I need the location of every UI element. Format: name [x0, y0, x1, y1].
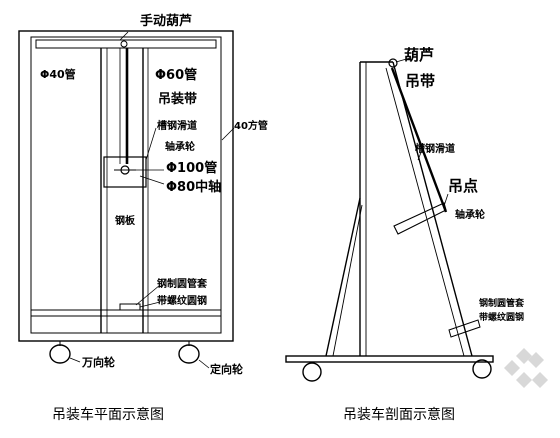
- fixed-wheel-icon: [178, 344, 200, 364]
- side-leaders: [395, 57, 449, 207]
- pipe100-label: Φ100管: [166, 160, 217, 176]
- lifting-beam: [393, 202, 447, 235]
- sling-label: 吊装带: [158, 91, 197, 107]
- rear-brace-2: [332, 204, 363, 357]
- side-view: [285, 58, 494, 363]
- side-hoist-icon: [388, 58, 398, 68]
- pipe40-label: Φ40管: [40, 67, 76, 81]
- trolley-plate: [103, 156, 147, 188]
- side-sling: [390, 67, 448, 213]
- threaded-sleeve: [119, 303, 141, 311]
- front-leaders: [69, 31, 235, 369]
- side-wheel-right-icon: [472, 359, 492, 379]
- strut-outer: [392, 61, 473, 357]
- side-sling-label: 吊带: [405, 72, 435, 90]
- axle80-label: Φ80中轴: [166, 179, 221, 195]
- side-channel-slide-label: 槽钢滑道: [415, 142, 455, 155]
- threaded-rod-label: 带螺纹圆钢: [157, 294, 207, 307]
- channel-slide-label: 槽钢滑道: [157, 119, 197, 132]
- side-base: [285, 355, 494, 363]
- side-wheel-left-icon: [302, 362, 322, 382]
- steel-plate-label: 钢板: [115, 214, 136, 227]
- side-view-caption: 吊装车剖面示意图: [343, 406, 455, 423]
- fixed-wheel-label: 定向轮: [210, 362, 243, 376]
- front-view-caption: 吊装车平面示意图: [52, 406, 164, 423]
- side-bearing-wheel-label: 轴承轮: [455, 208, 485, 221]
- universal-wheel-label: 万向轮: [81, 355, 115, 369]
- side-lift-point-label: 吊点: [448, 177, 478, 195]
- square-tube-label: 40方管: [234, 119, 268, 132]
- side-hoist-label: 葫芦: [404, 46, 434, 64]
- outer-frame: [18, 30, 234, 342]
- front-view: [18, 30, 234, 346]
- side-threaded-rod: [448, 319, 481, 338]
- hoist-label: 手动葫芦: [140, 13, 192, 29]
- rear-brace: [325, 197, 361, 357]
- side-threaded-rod-label: 带螺纹圆钢: [479, 311, 524, 323]
- hoist-hook: [120, 40, 128, 48]
- bearing-wheel-label: 轴承轮: [165, 140, 195, 153]
- pipe60-label: Φ60管: [155, 67, 197, 83]
- side-steel-sleeve-label: 钢制圆管套: [479, 297, 525, 309]
- universal-wheel-icon: [49, 344, 71, 364]
- watermark-logo: [504, 348, 548, 388]
- steel-sleeve-label: 钢制圆管套: [157, 277, 208, 290]
- inner-frame: [30, 36, 222, 334]
